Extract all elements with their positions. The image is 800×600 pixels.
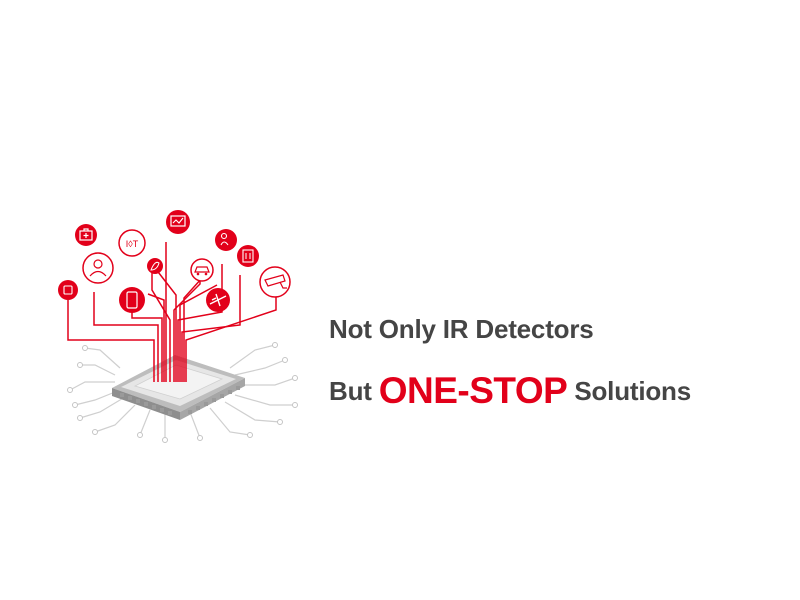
medical-kit-icon: [75, 224, 97, 246]
car-icon: [190, 258, 214, 282]
smartphone-icon: [119, 287, 145, 313]
leaf-icon: [147, 258, 163, 274]
headline-line-1: Not Only IR Detectors: [329, 314, 594, 344]
robot-icon: [58, 280, 78, 300]
svg-text:I◊T: I◊T: [126, 239, 139, 249]
airplane-icon: [206, 288, 230, 312]
headline-prefix: But: [329, 376, 372, 406]
headline-accent: ONE-STOP: [378, 370, 568, 411]
headline-suffix: Solutions: [574, 376, 691, 406]
circuit-nodes: [67, 342, 298, 443]
person-location-icon: [215, 229, 237, 251]
iot-icon: I◊T: [118, 229, 146, 257]
building-icon: [237, 245, 259, 267]
red-connection-lines: [67, 242, 277, 382]
monitor-chart-icon: [166, 210, 190, 234]
security-camera-icon: [259, 266, 291, 298]
chip-tree-illustration: I◊T: [58, 210, 298, 443]
headline-line-2: But ONE-STOP Solutions: [329, 370, 691, 412]
circuit-traces: [69, 344, 296, 440]
person-headset-icon: [82, 252, 114, 284]
